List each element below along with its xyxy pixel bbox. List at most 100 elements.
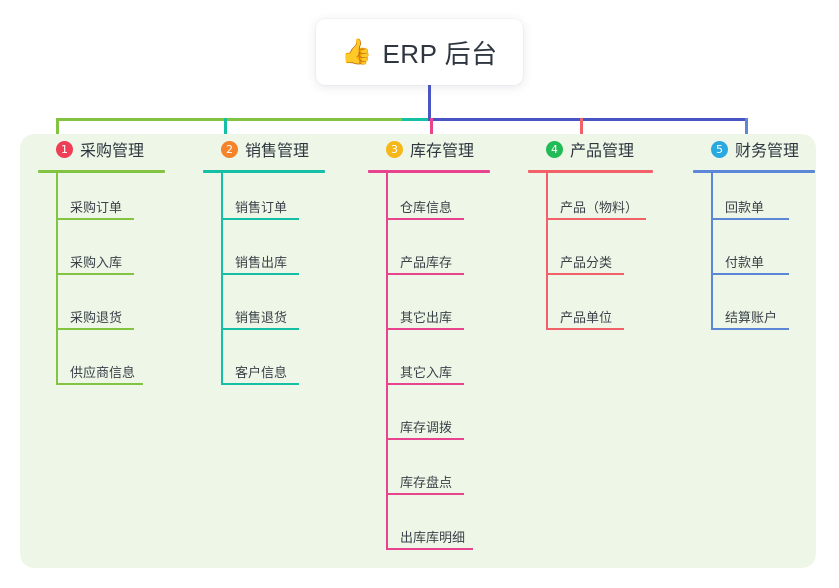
list-item-rule (56, 328, 134, 330)
column-rule-5 (693, 170, 815, 173)
column-items-3: 仓库信息产品库存其它出库其它入库库存调拨库存盘点出库库明细 (368, 173, 490, 558)
list-item-label: 库存盘点 (400, 475, 453, 490)
list-item[interactable]: 付款单 (693, 228, 815, 283)
list-item[interactable]: 结算账户 (693, 283, 815, 338)
list-item[interactable]: 产品分类 (528, 228, 653, 283)
column-title-4: 产品管理 (570, 143, 635, 160)
column-header-2[interactable]: 2 销售管理 (203, 134, 325, 164)
list-item[interactable]: 仓库信息 (368, 173, 490, 228)
column-items-2: 销售订单销售出库销售退货客户信息 (203, 173, 325, 393)
list-item-label: 采购入库 (70, 255, 123, 270)
list-item[interactable]: 其它入库 (368, 338, 490, 393)
bar-segment-teal (402, 118, 430, 121)
bar-segment-blue (428, 118, 747, 121)
root-node[interactable]: 👍 ERP 后台 (316, 19, 523, 85)
column-trunk-3 (386, 173, 388, 550)
list-item[interactable]: 采购订单 (38, 173, 165, 228)
list-item[interactable]: 供应商信息 (38, 338, 165, 393)
list-item-rule (221, 273, 299, 275)
list-item-label: 产品单位 (560, 310, 613, 325)
column-title-3: 库存管理 (410, 143, 475, 160)
list-item-rule (56, 383, 143, 385)
list-item-rule (711, 218, 789, 220)
root-stem (428, 85, 431, 121)
mindmap-board: 1 采购管理采购订单采购入库采购退货供应商信息 2 销售管理销售订单销售出库销售退货客… (20, 134, 816, 568)
column-trunk-2 (221, 173, 223, 385)
list-item[interactable]: 回款单 (693, 173, 815, 228)
list-item-rule (711, 273, 789, 275)
list-item[interactable]: 其它出库 (368, 283, 490, 338)
list-item-label: 销售出库 (235, 255, 288, 270)
list-item[interactable]: 销售退货 (203, 283, 325, 338)
list-item-rule (221, 383, 299, 385)
list-item-label: 采购订单 (70, 200, 123, 215)
list-item-rule (386, 493, 464, 495)
column-items-4: 产品（物料） 产品分类产品单位 (528, 173, 653, 338)
list-item-label: 付款单 (725, 255, 765, 270)
column-rule-1 (38, 170, 165, 173)
column-title-2: 销售管理 (245, 143, 310, 160)
column-title-1: 采购管理 (80, 143, 145, 160)
list-item-label: 仓库信息 (400, 200, 453, 215)
list-item-label: 其它入库 (400, 365, 453, 380)
list-item[interactable]: 采购入库 (38, 228, 165, 283)
column-header-4[interactable]: 4 产品管理 (528, 134, 653, 164)
bar-segment-green (56, 118, 404, 121)
column-rule-3 (368, 170, 490, 173)
column-header-1[interactable]: 1 采购管理 (38, 134, 165, 164)
list-item-label: 出库库明细 (400, 530, 466, 545)
list-item-label: 销售退货 (235, 310, 288, 325)
column-rule-4 (528, 170, 653, 173)
list-item-rule (221, 328, 299, 330)
list-item-label: 回款单 (725, 200, 765, 215)
list-item[interactable]: 产品（物料） (528, 173, 653, 228)
list-item[interactable]: 产品单位 (528, 283, 653, 338)
column-1: 1 采购管理采购订单采购入库采购退货供应商信息 (38, 134, 165, 393)
list-item-label: 采购退货 (70, 310, 123, 325)
column-items-1: 采购订单采购入库采购退货供应商信息 (38, 173, 165, 393)
column-items-5: 回款单付款单结算账户 (693, 173, 815, 338)
list-item-rule (386, 548, 473, 550)
column-3: 3 库存管理仓库信息产品库存其它出库其它入库库存调拨库存盘点出库库明细 (368, 134, 490, 558)
column-2: 2 销售管理销售订单销售出库销售退货客户信息 (203, 134, 325, 393)
list-item[interactable]: 销售出库 (203, 228, 325, 283)
column-title-5: 财务管理 (735, 143, 800, 160)
thumbs-up-icon: 👍 (341, 37, 373, 66)
list-item-rule (221, 218, 299, 220)
column-5: 5 财务管理回款单付款单结算账户 (693, 134, 815, 338)
list-item-rule (386, 438, 464, 440)
list-item[interactable]: 采购退货 (38, 283, 165, 338)
list-item-label: 产品分类 (560, 255, 613, 270)
column-badge-1: 1 (56, 140, 73, 158)
list-item-label: 产品（物料） (560, 200, 639, 215)
list-item-rule (386, 218, 464, 220)
column-4: 4 产品管理产品（物料） 产品分类产品单位 (528, 134, 653, 338)
list-item[interactable]: 出库库明细 (368, 503, 490, 558)
column-badge-3: 3 (386, 140, 403, 158)
list-item-rule (711, 328, 789, 330)
column-header-3[interactable]: 3 库存管理 (368, 134, 490, 164)
list-item-label: 产品库存 (400, 255, 453, 270)
list-item-label: 客户信息 (235, 365, 288, 380)
root-node-title: ERP 后台 (382, 38, 498, 69)
column-badge-5: 5 (711, 140, 728, 158)
list-item-rule (386, 328, 464, 330)
column-header-5[interactable]: 5 财务管理 (693, 134, 815, 164)
list-item[interactable]: 客户信息 (203, 338, 325, 393)
list-item[interactable]: 库存盘点 (368, 448, 490, 503)
list-item-rule (56, 218, 134, 220)
list-item[interactable]: 库存调拨 (368, 393, 490, 448)
column-badge-4: 4 (546, 140, 563, 158)
list-item-rule (546, 273, 624, 275)
column-trunk-5 (711, 173, 713, 330)
list-item[interactable]: 销售订单 (203, 173, 325, 228)
list-item-label: 其它出库 (400, 310, 453, 325)
list-item-label: 销售订单 (235, 200, 288, 215)
list-item-label: 库存调拨 (400, 420, 453, 435)
list-item-rule (546, 328, 624, 330)
list-item[interactable]: 产品库存 (368, 228, 490, 283)
list-item-rule (546, 218, 646, 220)
list-item-label: 供应商信息 (70, 365, 136, 380)
column-badge-2: 2 (221, 140, 238, 158)
column-rule-2 (203, 170, 325, 173)
